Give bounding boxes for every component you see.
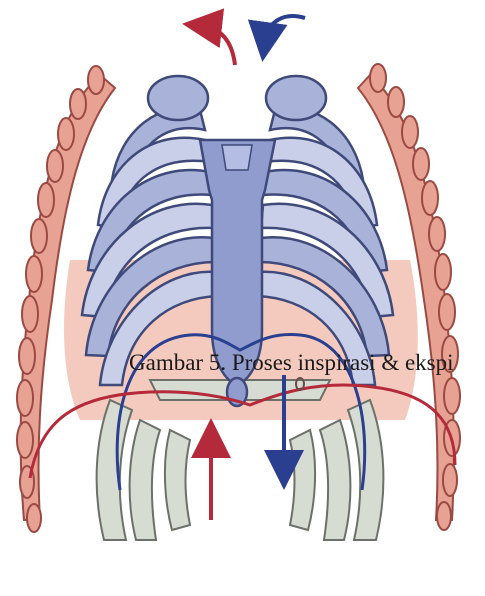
arrow-curved-down-right-icon <box>265 16 305 42</box>
figure-caption: Gambar 5. Proses inspirasi & ekspi <box>129 350 485 376</box>
arrow-curved-up-left-icon <box>202 26 235 65</box>
